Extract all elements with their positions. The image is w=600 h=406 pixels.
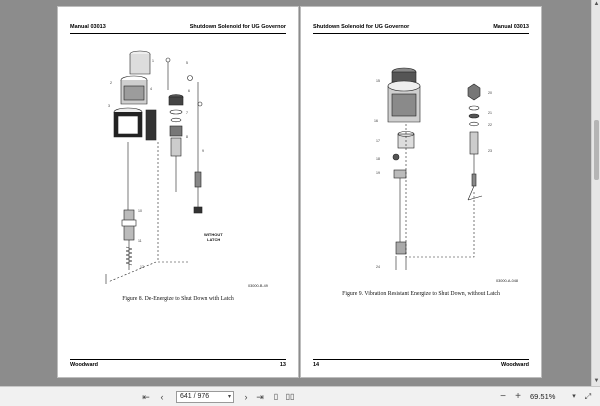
- figure-caption: Figure 9. Vibration Resistant Energize t…: [342, 291, 500, 297]
- svg-text:11: 11: [138, 239, 142, 243]
- svg-text:3: 3: [108, 104, 110, 108]
- svg-text:12: 12: [140, 265, 144, 269]
- svg-text:23: 23: [488, 149, 492, 153]
- exploded-view-drawing: 15 16 17 18 19 20 21 22 23 24: [374, 67, 492, 270]
- svg-text:15: 15: [376, 79, 380, 83]
- scroll-up-arrow-icon[interactable]: ▲: [593, 1, 600, 7]
- svg-text:24: 24: [376, 265, 380, 269]
- footer-company: Woodward: [70, 362, 99, 368]
- footer-rule: [70, 359, 286, 360]
- drawing-number: 03000-B-49: [248, 284, 268, 288]
- page-footer: 14 Woodward: [313, 362, 529, 371]
- two-page-view-icon[interactable]: ▯▯: [285, 392, 295, 401]
- scroll-down-arrow-icon[interactable]: ▼: [593, 378, 600, 384]
- svg-text:21: 21: [488, 111, 492, 115]
- svg-text:1: 1: [152, 59, 154, 63]
- svg-text:20: 20: [488, 91, 492, 95]
- first-page-icon[interactable]: ⇤: [142, 392, 150, 402]
- header-manual-number: Manual 03013: [70, 24, 106, 30]
- last-page-icon[interactable]: ⇥: [256, 392, 264, 402]
- svg-text:5: 5: [186, 61, 188, 65]
- drawing-number: 03000-A-048: [496, 279, 518, 283]
- footer-page-number: 14: [313, 362, 320, 368]
- svg-text:17: 17: [376, 139, 380, 143]
- page-number-field[interactable]: 641 / 976 ▾: [176, 391, 234, 403]
- callout-without-latch: WITHOUT LATCH: [204, 232, 224, 242]
- vertical-scrollbar[interactable]: ▲ ▼: [591, 0, 600, 386]
- pdf-toolbar: ⇤ ‹ 641 / 976 ▾ › ⇥ ▯ ▯▯ − + 69.51% ▾ ⤢: [0, 386, 600, 406]
- page-header: Manual 03013 Shutdown Solenoid for UG Go…: [70, 24, 286, 33]
- zoom-in-icon[interactable]: +: [515, 391, 521, 402]
- footer-company: Woodward: [500, 362, 529, 368]
- document-page-left: Manual 03013 Shutdown Solenoid for UG Go…: [57, 6, 299, 378]
- header-manual-number: Manual 03013: [493, 24, 529, 30]
- fit-page-icon[interactable]: ⤢: [584, 392, 592, 401]
- svg-text:4: 4: [150, 87, 152, 91]
- chevron-down-icon[interactable]: ▾: [227, 394, 231, 400]
- svg-text:6: 6: [188, 89, 190, 93]
- single-page-view-icon[interactable]: ▯: [273, 392, 279, 401]
- document-page-right: Shutdown Solenoid for UG Governor Manual…: [300, 6, 542, 378]
- previous-page-icon[interactable]: ‹: [160, 392, 164, 402]
- zoom-out-icon[interactable]: −: [500, 391, 506, 402]
- figure-caption: Figure 8. De-Energize to Shut Down with …: [122, 296, 234, 302]
- svg-text:7: 7: [186, 111, 188, 115]
- svg-text:10: 10: [138, 209, 142, 213]
- header-title: Shutdown Solenoid for UG Governor: [189, 24, 286, 30]
- footer-page-number: 13: [279, 362, 286, 368]
- svg-text:8: 8: [186, 135, 188, 139]
- document-viewport[interactable]: Manual 03013 Shutdown Solenoid for UG Go…: [0, 0, 600, 386]
- svg-text:18: 18: [376, 157, 380, 161]
- page-footer: Woodward 13: [70, 362, 286, 371]
- footer-rule: [313, 359, 529, 360]
- zoom-dropdown-icon[interactable]: ▾: [572, 393, 576, 400]
- page-header: Shutdown Solenoid for UG Governor Manual…: [313, 24, 529, 33]
- page-number-text: 641 / 976: [180, 393, 210, 400]
- zoom-level[interactable]: 69.51%: [530, 392, 556, 401]
- svg-text:22: 22: [488, 123, 492, 127]
- svg-text:16: 16: [374, 119, 378, 123]
- svg-text:19: 19: [376, 171, 380, 175]
- scroll-thumb[interactable]: [594, 120, 599, 180]
- svg-text:2: 2: [110, 81, 112, 85]
- header-rule: [70, 33, 286, 34]
- header-rule: [313, 33, 529, 34]
- svg-text:9: 9: [202, 149, 204, 153]
- header-title: Shutdown Solenoid for UG Governor: [313, 24, 410, 30]
- next-page-icon[interactable]: ›: [244, 392, 248, 402]
